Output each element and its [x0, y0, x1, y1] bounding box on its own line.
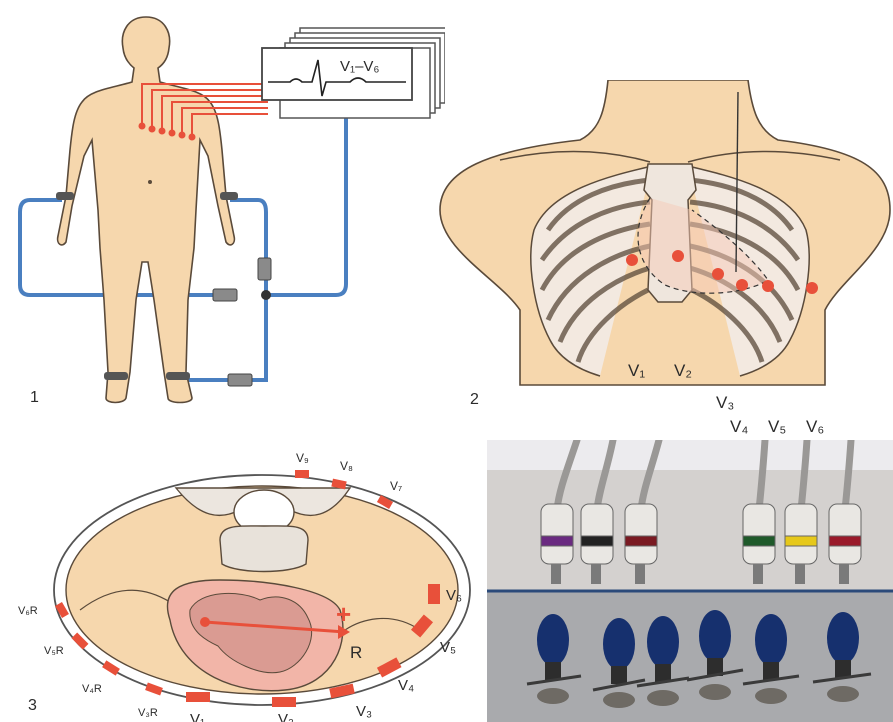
lead-label-v5r: V₅R — [44, 645, 64, 657]
cable-connector — [258, 258, 271, 280]
lead-label-v5: V₅ — [768, 417, 786, 436]
lead-label-v1-section: V₁ — [190, 711, 205, 722]
panel-3-transverse-section: + R V₁ V₂ V₃ V₄ V₅ V₆ V₇ V₈ V₉ V₃R V₄R V… — [0, 440, 480, 722]
lead-label-v6: V₆ — [806, 417, 824, 436]
lead-label-v3-section: V₃ — [356, 703, 372, 720]
wrist-electrode-right — [56, 192, 74, 200]
lead-label-v4-section: V₄ — [398, 677, 414, 694]
electrode-photo — [487, 440, 893, 722]
human-body — [58, 17, 235, 403]
panel-2-rib-cage-diagram: V₁ V₂ V₃ V₄ V₅ V₆ 2 — [430, 80, 893, 440]
navel — [148, 180, 152, 184]
monitor-lead-label: V₁–V₆ — [340, 58, 379, 75]
positive-sign: + — [336, 599, 351, 629]
cable-connector — [228, 374, 252, 386]
panel-number-3: 3 — [28, 697, 37, 714]
lead-label-v6r: V₆R — [18, 605, 38, 617]
wrist-electrode-left — [220, 192, 238, 200]
lead-label-v7: V₇ — [390, 479, 402, 493]
lead-label-v2: V₂ — [674, 361, 692, 380]
panel-number-1: 1 — [30, 389, 39, 406]
panel-1-body-diagram: V₁–V₆ 1 — [0, 0, 445, 420]
axis-label-r: R — [350, 643, 362, 662]
panel-number-2: 2 — [470, 391, 479, 408]
lead-label-v4: V₄ — [730, 417, 748, 436]
cable-junction — [261, 290, 271, 300]
ankle-electrode-left — [166, 372, 190, 380]
lead-label-v8: V₈ — [340, 459, 353, 473]
lead-label-v3r: V₃R — [138, 707, 158, 719]
lead-label-v6-section: V₆ — [446, 587, 462, 604]
ecg-monitor: V₁–V₆ — [262, 28, 445, 118]
ankle-electrode-right — [104, 372, 128, 380]
lead-label-v5-section: V₅ — [440, 639, 456, 656]
lead-label-v2-section: V₂ — [278, 711, 294, 722]
lead-label-v1: V₁ — [628, 361, 645, 380]
lead-label-v9: V₉ — [296, 451, 309, 465]
cable-connector — [213, 289, 237, 301]
lead-label-v4r: V₄R — [82, 683, 102, 695]
lead-label-v3: V₃ — [716, 393, 734, 412]
